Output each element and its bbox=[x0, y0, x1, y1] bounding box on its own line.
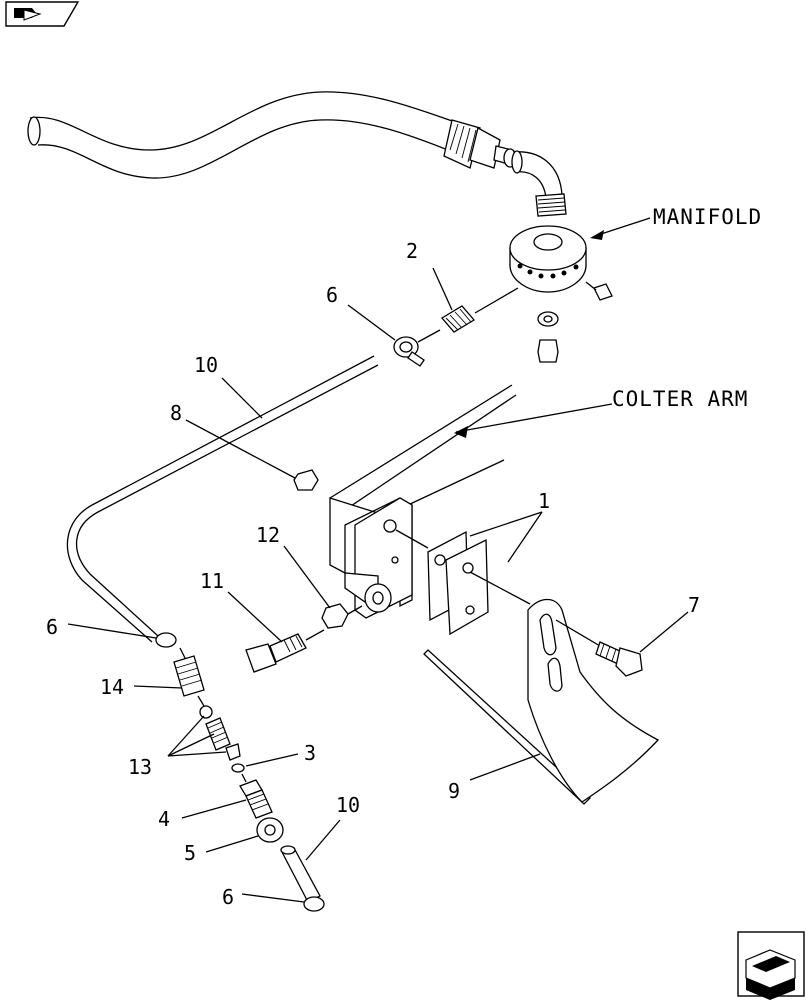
nut-5 bbox=[256, 817, 284, 843]
clamp-6-top bbox=[393, 329, 441, 367]
colter-arm-label: COLTER ARM bbox=[612, 387, 748, 411]
ferrule-6-mid bbox=[155, 632, 177, 648]
scraper-9 bbox=[423, 598, 660, 805]
callout-9: 9 bbox=[448, 779, 460, 803]
bolt-11 bbox=[245, 629, 325, 673]
tube-10 bbox=[66, 355, 379, 643]
nut-8 bbox=[293, 469, 319, 491]
callout-7: 7 bbox=[688, 593, 700, 617]
manifold-label: MANIFOLD bbox=[653, 205, 762, 229]
next-page-arrow-icon[interactable] bbox=[737, 931, 805, 1000]
callout-6-mid: 6 bbox=[46, 615, 58, 639]
callout-6-bot: 6 bbox=[222, 885, 234, 909]
bolt-7 bbox=[555, 619, 643, 677]
fitting-2 bbox=[441, 287, 519, 333]
callout-10-top: 10 bbox=[194, 353, 218, 377]
callout-1: 1 bbox=[538, 489, 550, 513]
callout-11: 11 bbox=[200, 569, 224, 593]
callout-12: 12 bbox=[256, 523, 280, 547]
callout-13: 13 bbox=[128, 755, 152, 779]
colter-arm bbox=[329, 384, 517, 619]
callout-4: 4 bbox=[158, 807, 170, 831]
back-arrow-icon[interactable] bbox=[5, 1, 80, 27]
hydraulic-hose bbox=[27, 91, 567, 217]
callout-2: 2 bbox=[406, 239, 418, 263]
nut-12 bbox=[321, 603, 349, 629]
oring-3 bbox=[231, 763, 245, 773]
ferrule-6-bot bbox=[303, 896, 325, 912]
callout-5: 5 bbox=[184, 841, 196, 865]
ball-13 bbox=[199, 705, 213, 719]
callout-3: 3 bbox=[304, 741, 316, 765]
spring-13 bbox=[205, 717, 231, 751]
callout-6-top: 6 bbox=[326, 283, 338, 307]
fitting-14 bbox=[173, 655, 205, 697]
shims-1 bbox=[427, 530, 489, 636]
manifold bbox=[509, 225, 613, 363]
seat-13 bbox=[225, 743, 241, 761]
manifold-leader bbox=[594, 217, 651, 237]
tube-10-bottom bbox=[280, 845, 321, 903]
adapter-4 bbox=[239, 779, 273, 819]
callout-14: 14 bbox=[100, 675, 124, 699]
callout-8: 8 bbox=[170, 401, 182, 425]
callout-10-bot: 10 bbox=[336, 793, 360, 817]
